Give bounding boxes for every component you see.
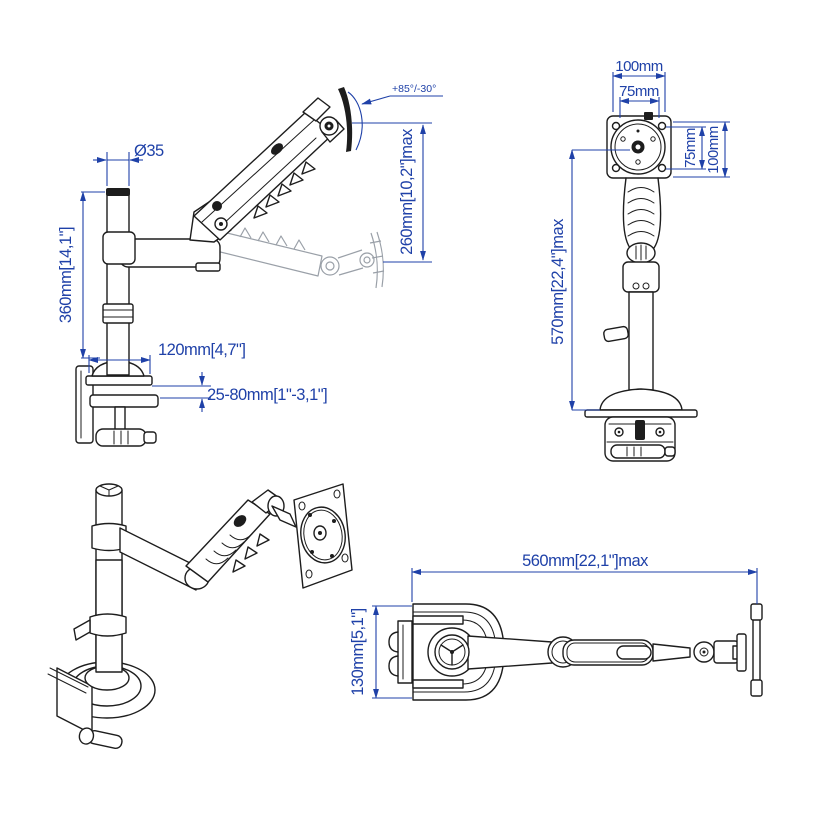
top-view: 560mm[22,1"]max 130mm[5,1"] — [349, 552, 763, 701]
top-monitor-plate — [750, 603, 763, 697]
front-view: 100mm 75mm 75mm 100mm 570mm[22,4"]max — [549, 58, 730, 462]
side-view: Ø35 360mm[14,1"] 120mm[4,7"] 25-80mm[1"-… — [57, 83, 443, 447]
dim-pole-height-label: 360mm[14,1"] — [57, 227, 75, 323]
isometric-view — [47, 483, 353, 749]
top-arm — [467, 633, 747, 672]
dim-vesa-width-inner-label: 75mm — [619, 83, 659, 100]
front-vesa-plate — [606, 112, 672, 179]
side-head-and-monitor-plate — [302, 87, 353, 152]
dim-vesa-width-outer-label: 100mm — [615, 58, 663, 75]
dim-tilt-range-label: +85°/-30° — [392, 83, 436, 95]
side-gas-spring-arm — [193, 111, 334, 241]
top-base-hub — [434, 634, 470, 670]
iso-vesa-plate — [293, 483, 353, 589]
front-dimensions: 100mm 75mm 75mm 100mm 570mm[22,4"]max — [549, 58, 730, 411]
side-desk-clamp — [75, 365, 159, 447]
top-dimensions: 560mm[22,1"]max 130mm[5,1"] — [349, 552, 758, 699]
dim-base-width-label: 120mm[4,7"] — [158, 341, 245, 359]
dim-clamp-range-label: 25-80mm[1"-3,1"] — [207, 386, 327, 404]
side-base-and-pole — [85, 188, 153, 386]
iso-pole — [73, 483, 130, 691]
dim-vesa-height-outer-label: 100mm — [705, 126, 722, 174]
ghost-arm-position — [195, 225, 385, 289]
dim-vesa-height-inner-label: 75mm — [682, 128, 699, 168]
dim-arm-reach-label: 560mm[22,1"]max — [522, 552, 649, 570]
dim-total-height-label: 570mm[22,4"]max — [549, 218, 567, 345]
dim-pole-diameter-label: Ø35 — [134, 142, 164, 160]
dim-height-adjustment-label: 260mm[10,2"]max — [398, 128, 416, 255]
front-clamp — [604, 416, 676, 462]
front-arm-and-pole — [584, 177, 698, 418]
dim-base-depth-label: 130mm[5,1"] — [349, 608, 367, 695]
iso-arms — [119, 489, 297, 591]
side-dimensions: Ø35 360mm[14,1"] 120mm[4,7"] 25-80mm[1"-… — [57, 83, 443, 412]
